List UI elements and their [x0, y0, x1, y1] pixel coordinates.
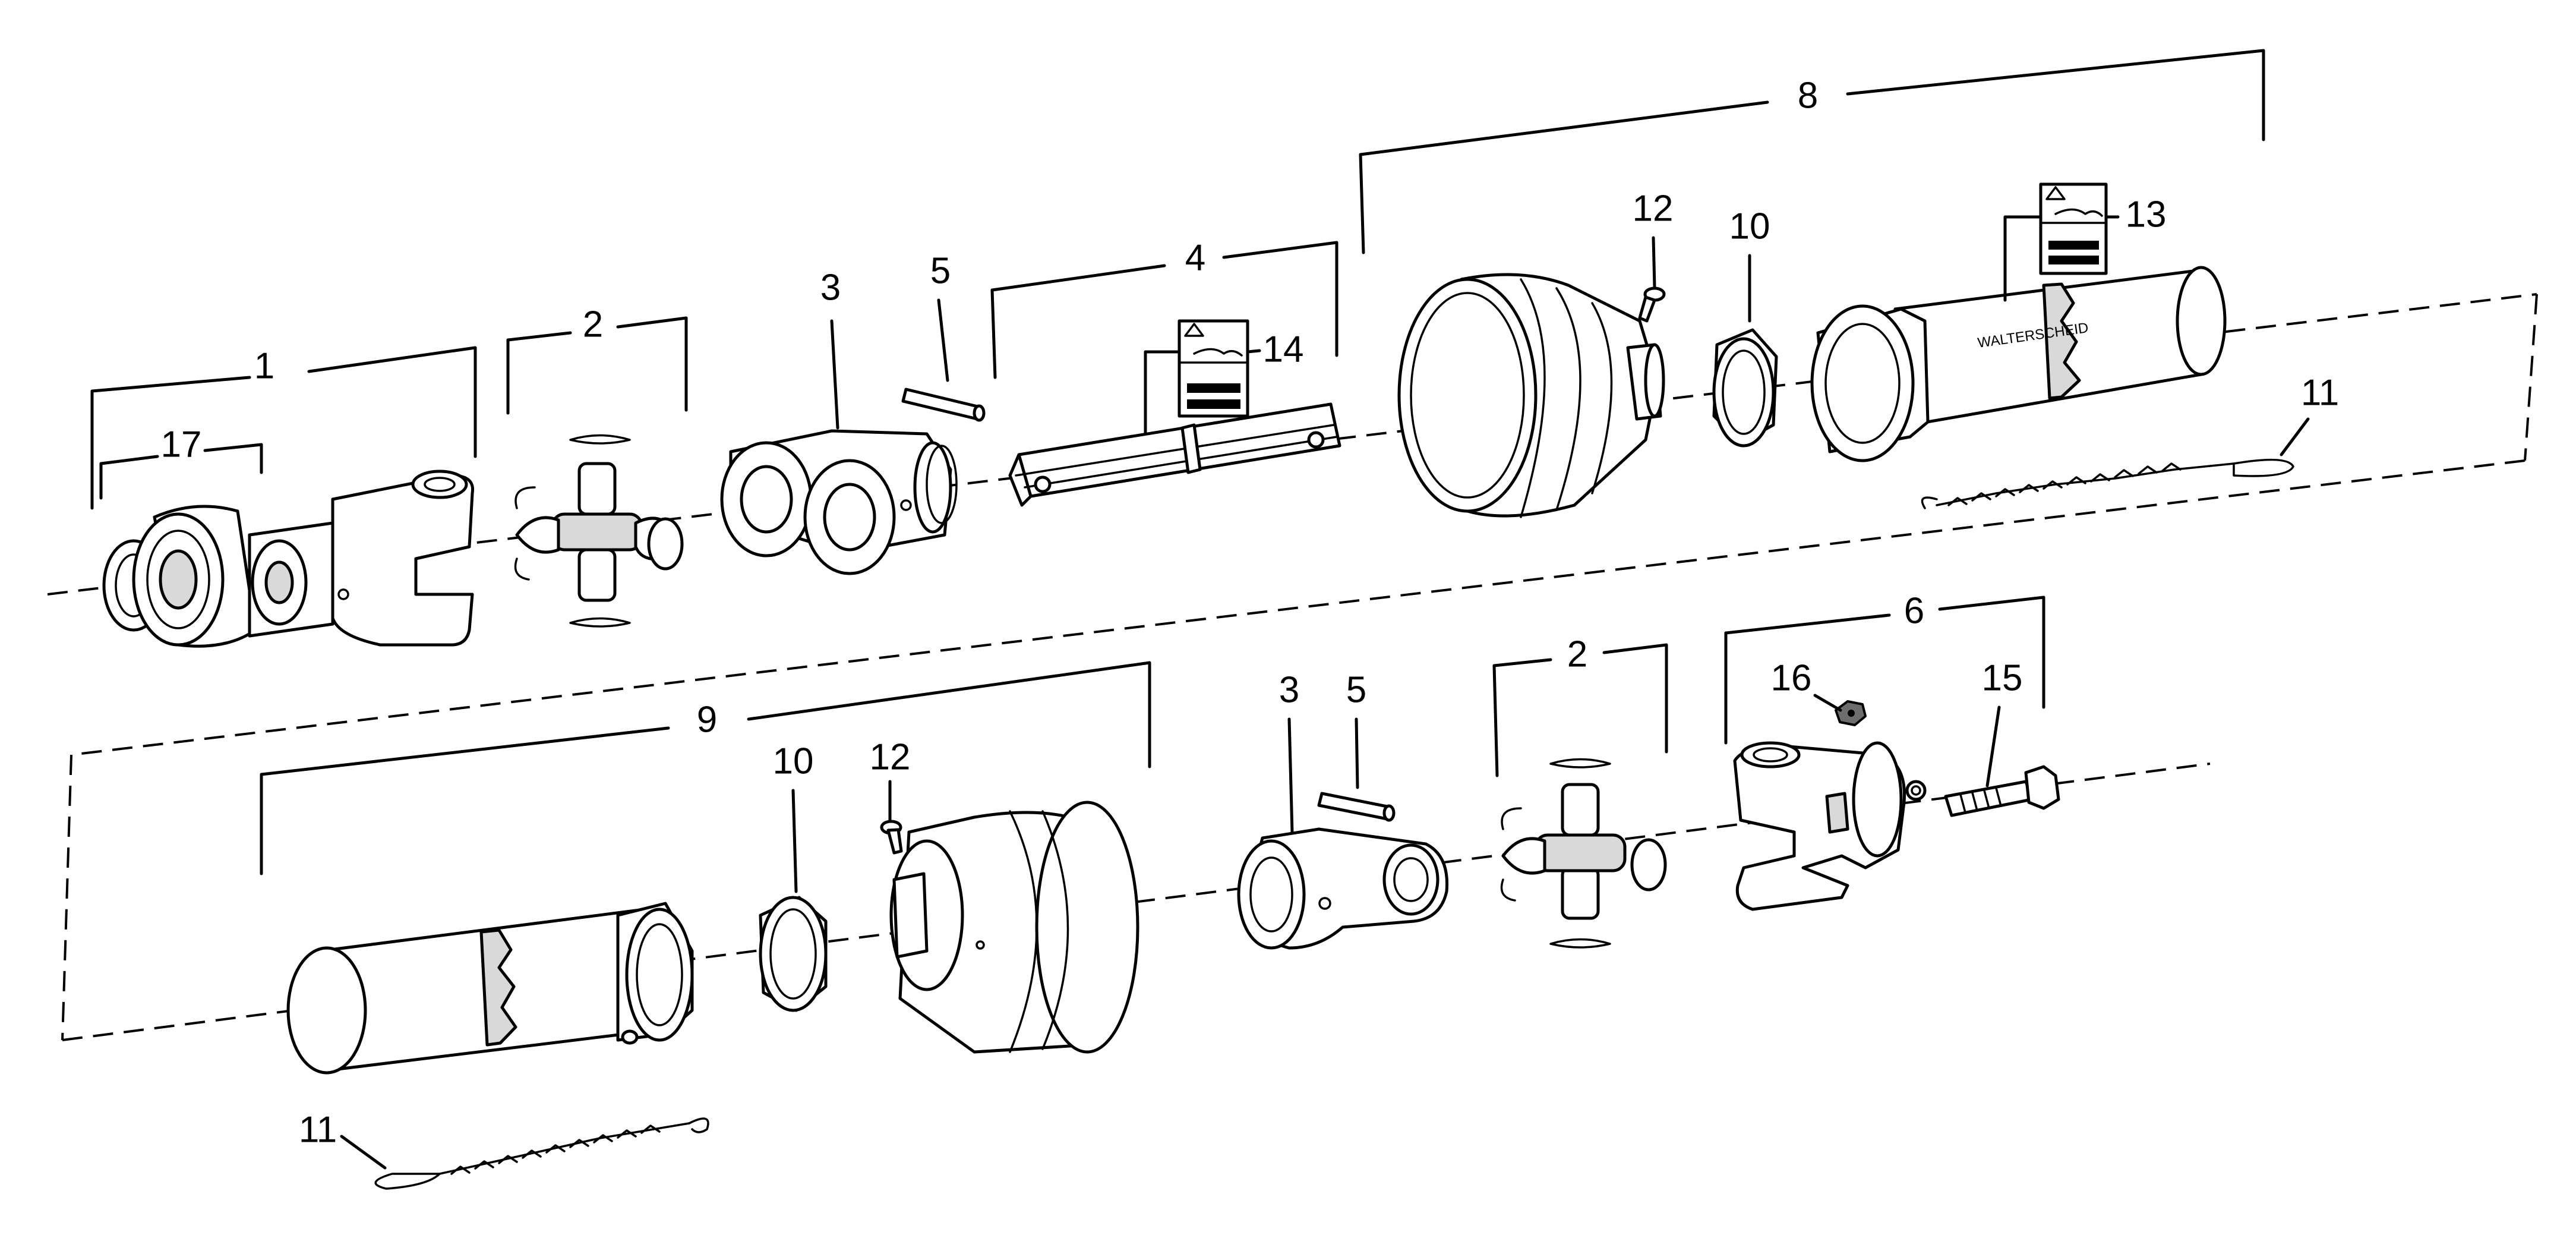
part-3-tube-yoke-bottom — [1237, 827, 1449, 950]
callout-11-top: 11 — [2301, 372, 2339, 413]
callout-13: 13 — [2126, 194, 2167, 235]
callout-1: 1 — [254, 345, 274, 386]
callout-10-bottom: 10 — [773, 741, 814, 782]
part-1-yoke — [248, 470, 475, 647]
part-3-tube-yoke-top — [720, 429, 958, 575]
part-2-cross-kit-bottom — [1500, 758, 1667, 949]
callout-6: 6 — [1904, 590, 1924, 631]
part-8-outer-guard-cone — [1397, 273, 1665, 518]
callout-15: 15 — [1982, 657, 2023, 698]
callout-2-bottom: 2 — [1567, 634, 1587, 675]
part-2-cross-kit-top — [514, 434, 684, 628]
part-16-nut — [1835, 700, 1867, 726]
callout-11-bottom: 11 — [299, 1109, 337, 1150]
callout-12-bottom: 12 — [870, 736, 911, 777]
part-15-bolt — [1944, 765, 2060, 817]
callout-17: 17 — [161, 424, 202, 465]
part-10-bearing-ring-bottom — [759, 896, 828, 1012]
callout-2-top: 2 — [583, 304, 603, 345]
part-10-bearing-ring-top — [1712, 328, 1778, 448]
callout-3-bottom: 3 — [1279, 669, 1299, 710]
part-11-chain-top — [1921, 458, 2294, 509]
callout-5-top: 5 — [930, 250, 951, 291]
part-17-collar — [102, 505, 257, 648]
part-5-roll-pin-top — [901, 388, 986, 422]
callout-12-top: 12 — [1633, 188, 1674, 229]
part-12-screw-bottom — [880, 820, 903, 855]
part-13-warning-decal — [2039, 182, 2108, 275]
part-9-outer-guard-tube — [286, 902, 694, 1075]
part-11-chain-bottom — [374, 1117, 709, 1190]
callout-3-top: 3 — [820, 267, 841, 308]
callout-labels: 1 17 2 3 5 4 14 8 12 10 13 11 9 10 12 3 … — [161, 75, 2340, 1150]
callout-5-bottom: 5 — [1346, 669, 1366, 710]
callout-4: 4 — [1185, 237, 1205, 278]
part-4-inner-profile-tube — [1008, 402, 1341, 507]
leader-lines — [90, 49, 2310, 1170]
callout-9: 9 — [697, 699, 717, 740]
part-5-roll-pin-bottom — [1317, 792, 1396, 822]
part-13-inner-guard-tube: WALTERSCHEID — [1810, 266, 2227, 462]
callout-8: 8 — [1798, 75, 1818, 116]
callout-16: 16 — [1771, 657, 1812, 698]
callout-14: 14 — [1263, 329, 1304, 370]
part-12-screw-top — [1638, 286, 1666, 323]
part-6-yoke — [1733, 741, 1927, 911]
callout-10-top: 10 — [1729, 206, 1770, 247]
part-9-guard-cone — [889, 801, 1139, 1054]
part-14-warning-decal — [1177, 319, 1249, 418]
